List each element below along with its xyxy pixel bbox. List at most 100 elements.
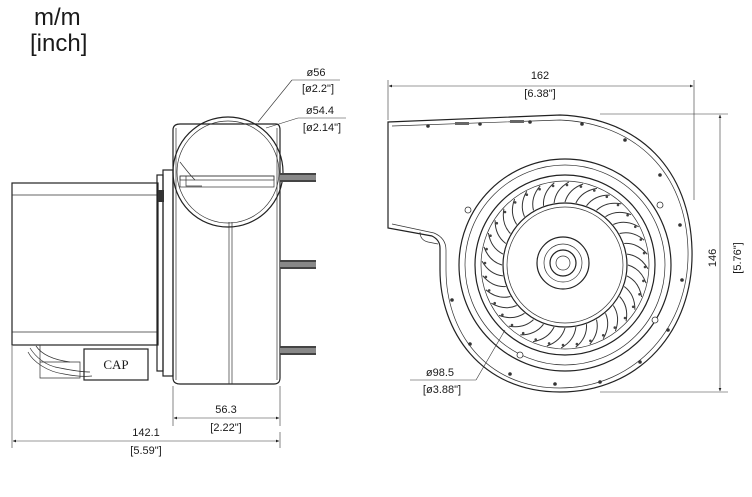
housing-depth-in: [2.22"] [210, 422, 241, 434]
wheel-blade [520, 323, 544, 336]
wheel-blade [619, 232, 645, 241]
blade-rivet [547, 342, 551, 345]
height-mm: 146 [707, 249, 719, 267]
wheel-dia-mm: ø98.5 [426, 367, 454, 379]
capacitor-box [83, 348, 149, 381]
blade-rivet [487, 289, 491, 292]
wheel-blade [546, 327, 566, 347]
wheel-blade [481, 260, 504, 277]
wheel-blade [502, 208, 511, 234]
capacitor-label: CAP [103, 357, 128, 372]
blade-rivet [493, 301, 497, 305]
blade-rivet [642, 279, 645, 283]
blade-rivet [579, 185, 583, 188]
blade-rivet [593, 189, 596, 192]
blade-rivet [538, 187, 541, 191]
wheel-blade [498, 312, 525, 319]
wheel-blade [494, 220, 507, 244]
wheel-blade [619, 296, 628, 322]
blade-rivet [623, 316, 627, 320]
housing-depth-mm: 56.3 [215, 404, 236, 416]
outlet-inner-dia-in: [ø2.14"] [303, 122, 341, 134]
blade-rivet [613, 326, 617, 329]
wheel-blade [482, 275, 506, 288]
blade-rivet [525, 193, 529, 196]
wheel-blade [521, 191, 528, 217]
blade-rivet [575, 342, 579, 346]
wheel-blade [533, 326, 555, 343]
wheel-blade [627, 264, 647, 284]
blade-rivet [601, 334, 605, 337]
wheel-blade [613, 221, 639, 228]
units-inch-label: [inch] [30, 30, 88, 57]
blade-rivet [485, 247, 488, 251]
wheel-blade [542, 182, 555, 206]
wheel-blade [612, 305, 619, 332]
wheel-blade [605, 211, 632, 218]
front-view: 162 [6.38"] 146 [5.76"] ø98.5 [ø3.88"] [387, 70, 744, 396]
wheel-blade [575, 187, 597, 204]
motor-body [11, 182, 159, 346]
blade-rivet [495, 221, 499, 225]
total-length-in: [5.59"] [130, 445, 161, 457]
wheel-blade [596, 202, 622, 211]
total-length-mm: 142.1 [132, 427, 160, 439]
blade-rivet [534, 338, 537, 341]
wheel-blade [508, 319, 534, 328]
blade-rivet [565, 183, 569, 187]
blade-rivet [605, 195, 609, 199]
wheel-blade [532, 185, 541, 211]
blade-rivet [634, 225, 637, 229]
blade-rivet [643, 265, 647, 269]
blade-rivet [626, 213, 629, 217]
width-mm: 162 [531, 70, 549, 82]
blade-rivet [521, 331, 525, 335]
blade-rivet [638, 293, 641, 296]
wheel-blade [564, 183, 584, 203]
mounting-studs [280, 173, 316, 355]
wheel-blade [487, 233, 504, 255]
blade-rivet [631, 305, 635, 309]
blade-rivet [561, 343, 565, 347]
blade-rivet [642, 251, 646, 255]
blade-rivet [639, 238, 643, 241]
wheel-dia-in: [ø3.88"] [423, 384, 461, 396]
wheel-hub [536, 236, 590, 290]
wheel-blade [624, 242, 648, 255]
blade-rivet [501, 313, 504, 317]
outlet-inner-dia-mm: ø54.4 [306, 105, 334, 117]
blade-rivet [483, 261, 487, 265]
blower-housing-side [172, 123, 281, 385]
wheel-blade [491, 302, 517, 309]
width-in: [6.38"] [524, 88, 555, 100]
wheel-blade [553, 181, 570, 204]
wheel-blade [589, 319, 598, 345]
height-in: [5.76"] [732, 242, 744, 273]
side-view: CAP [11, 67, 346, 457]
blower-wheel [474, 174, 656, 356]
outlet-outer-dia-in: [ø2.2"] [302, 83, 334, 95]
wheel-blade [483, 246, 503, 266]
blade-rivet [589, 339, 592, 343]
blade-rivet [484, 275, 488, 279]
wheel-blade [560, 326, 577, 349]
blade-rivet [513, 201, 517, 204]
wheel-blade [623, 286, 636, 310]
outlet-circle [172, 116, 284, 228]
mounting-ring [458, 158, 672, 372]
wheel-blade [626, 253, 649, 270]
wheel-blade [586, 194, 610, 207]
blade-rivet [503, 210, 507, 214]
wheel-blade [575, 324, 588, 348]
scroll-housing [387, 114, 693, 393]
blade-rivet [510, 323, 514, 327]
blade-rivet [551, 184, 555, 188]
blade-rivet [489, 234, 492, 237]
outlet-outer-dia-mm: ø56 [307, 67, 326, 79]
wheel-blade [602, 313, 609, 339]
wheel-blades [481, 181, 649, 349]
units-mm-label: m/m [34, 4, 81, 31]
wheel-blade [626, 275, 643, 297]
